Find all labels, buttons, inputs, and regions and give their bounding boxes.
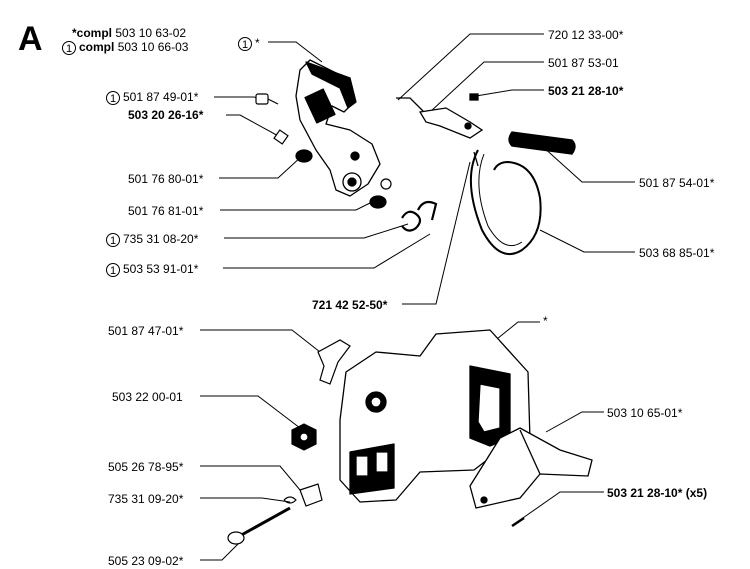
cover-housing-window xyxy=(477,383,501,433)
adjuster-screw xyxy=(235,506,291,540)
compl-prefix: compl xyxy=(79,40,115,54)
spring-clip xyxy=(283,496,297,504)
guard-crease xyxy=(519,429,541,475)
compl-prefix: *compl xyxy=(72,26,113,40)
part-label: 501 87 53-01 xyxy=(548,56,619,70)
leader-line xyxy=(519,491,604,521)
part-number: * xyxy=(255,36,260,50)
leader-line xyxy=(214,96,263,101)
brake-band-inner xyxy=(478,153,523,246)
leader-line xyxy=(397,33,544,101)
circled-mark: 1 xyxy=(106,262,120,277)
part-number: 501 87 49-01* xyxy=(123,90,199,104)
part-label: 505 23 09-02* xyxy=(108,554,184,568)
part-label: 503 20 26-16* xyxy=(128,108,204,122)
part-label: 721 42 52-50* xyxy=(312,298,388,312)
cover-parts xyxy=(227,339,351,545)
leader-line xyxy=(200,539,243,561)
link-hole xyxy=(464,122,472,130)
leader-line xyxy=(219,155,303,179)
leader-line xyxy=(224,223,409,239)
part-label: 720 12 33-00* xyxy=(548,28,624,42)
leader-line xyxy=(539,229,635,253)
leader-line xyxy=(475,89,544,97)
brake-pivot xyxy=(350,151,360,161)
compl-number: 503 10 66-03 xyxy=(117,40,189,54)
part-chain-guard xyxy=(469,427,593,528)
leader-line xyxy=(402,161,471,305)
leader-lines xyxy=(200,33,635,561)
leader-line xyxy=(226,114,283,139)
leader-line xyxy=(223,233,431,269)
part-label: 501 76 80-01* xyxy=(128,172,204,186)
leader-line xyxy=(545,411,604,433)
compl-label-1: *compl 503 10 63-02 xyxy=(72,26,186,40)
leader-line xyxy=(268,41,323,63)
circled-mark: 1 xyxy=(238,36,252,51)
part-label: 503 10 65-01* xyxy=(607,406,683,420)
torsion-spring xyxy=(401,200,438,232)
part-label: 503 22 00-01 xyxy=(112,390,183,404)
pivot-screw xyxy=(369,195,387,209)
washer xyxy=(380,178,392,190)
cover-slot xyxy=(375,451,389,473)
screw-head xyxy=(255,93,269,105)
band-screw xyxy=(469,93,479,101)
spring-wire xyxy=(396,97,425,113)
leader-line xyxy=(429,61,544,113)
bushing xyxy=(295,149,313,163)
circled-mark: 1 xyxy=(106,232,120,247)
brake-boss-hole xyxy=(347,177,357,187)
leader-line xyxy=(200,329,321,353)
part-label: * xyxy=(543,314,548,328)
brake-handle xyxy=(305,61,357,109)
nut-hole xyxy=(299,432,309,442)
circled-mark: 1 xyxy=(106,90,120,105)
leader-line xyxy=(541,145,635,183)
adjuster-screw-head xyxy=(227,531,245,545)
part-label: 503 21 28-10* xyxy=(548,84,624,98)
part-chain-brake xyxy=(295,59,381,197)
band-link xyxy=(418,107,484,139)
compl-number: 503 10 63-02 xyxy=(115,26,187,40)
guard-hole xyxy=(480,496,488,504)
leader-line xyxy=(200,497,291,503)
part-number: 503 53 91-01* xyxy=(123,262,199,276)
part-label: 501 87 47-01* xyxy=(108,324,184,338)
part-label: 735 31 09-20* xyxy=(108,492,184,506)
leader-line xyxy=(220,199,377,211)
chain-guide-plate xyxy=(317,339,351,385)
part-label: 1* xyxy=(238,36,260,51)
guard-plate xyxy=(469,427,593,509)
part-label: 501 76 81-01* xyxy=(128,204,204,218)
part-label: 503 21 28-10* (x5) xyxy=(607,486,708,500)
guard-screw xyxy=(511,516,525,528)
leader-line xyxy=(200,395,301,429)
part-number: 735 31 08-20* xyxy=(123,232,199,246)
part-clutch-cover xyxy=(339,329,531,503)
part-label: 501 87 54-01* xyxy=(639,176,715,190)
band-pin xyxy=(473,151,479,167)
circled-mark: 1 xyxy=(62,40,76,55)
cover-bore-ring xyxy=(370,396,382,408)
cover-slot xyxy=(355,455,369,477)
coil-spring xyxy=(508,131,576,155)
small-parts xyxy=(255,93,438,232)
diagram-letter: A xyxy=(18,20,43,58)
brake-band-assembly xyxy=(396,93,576,255)
leader-line xyxy=(200,465,301,491)
brake-slot xyxy=(304,88,336,124)
screw-shank xyxy=(267,98,279,105)
brake-band xyxy=(469,149,542,255)
adjuster-plate xyxy=(299,483,323,507)
part-label: 505 26 78-95* xyxy=(108,460,184,474)
part-label: 503 68 85-01* xyxy=(639,246,715,260)
bolt xyxy=(273,129,289,145)
